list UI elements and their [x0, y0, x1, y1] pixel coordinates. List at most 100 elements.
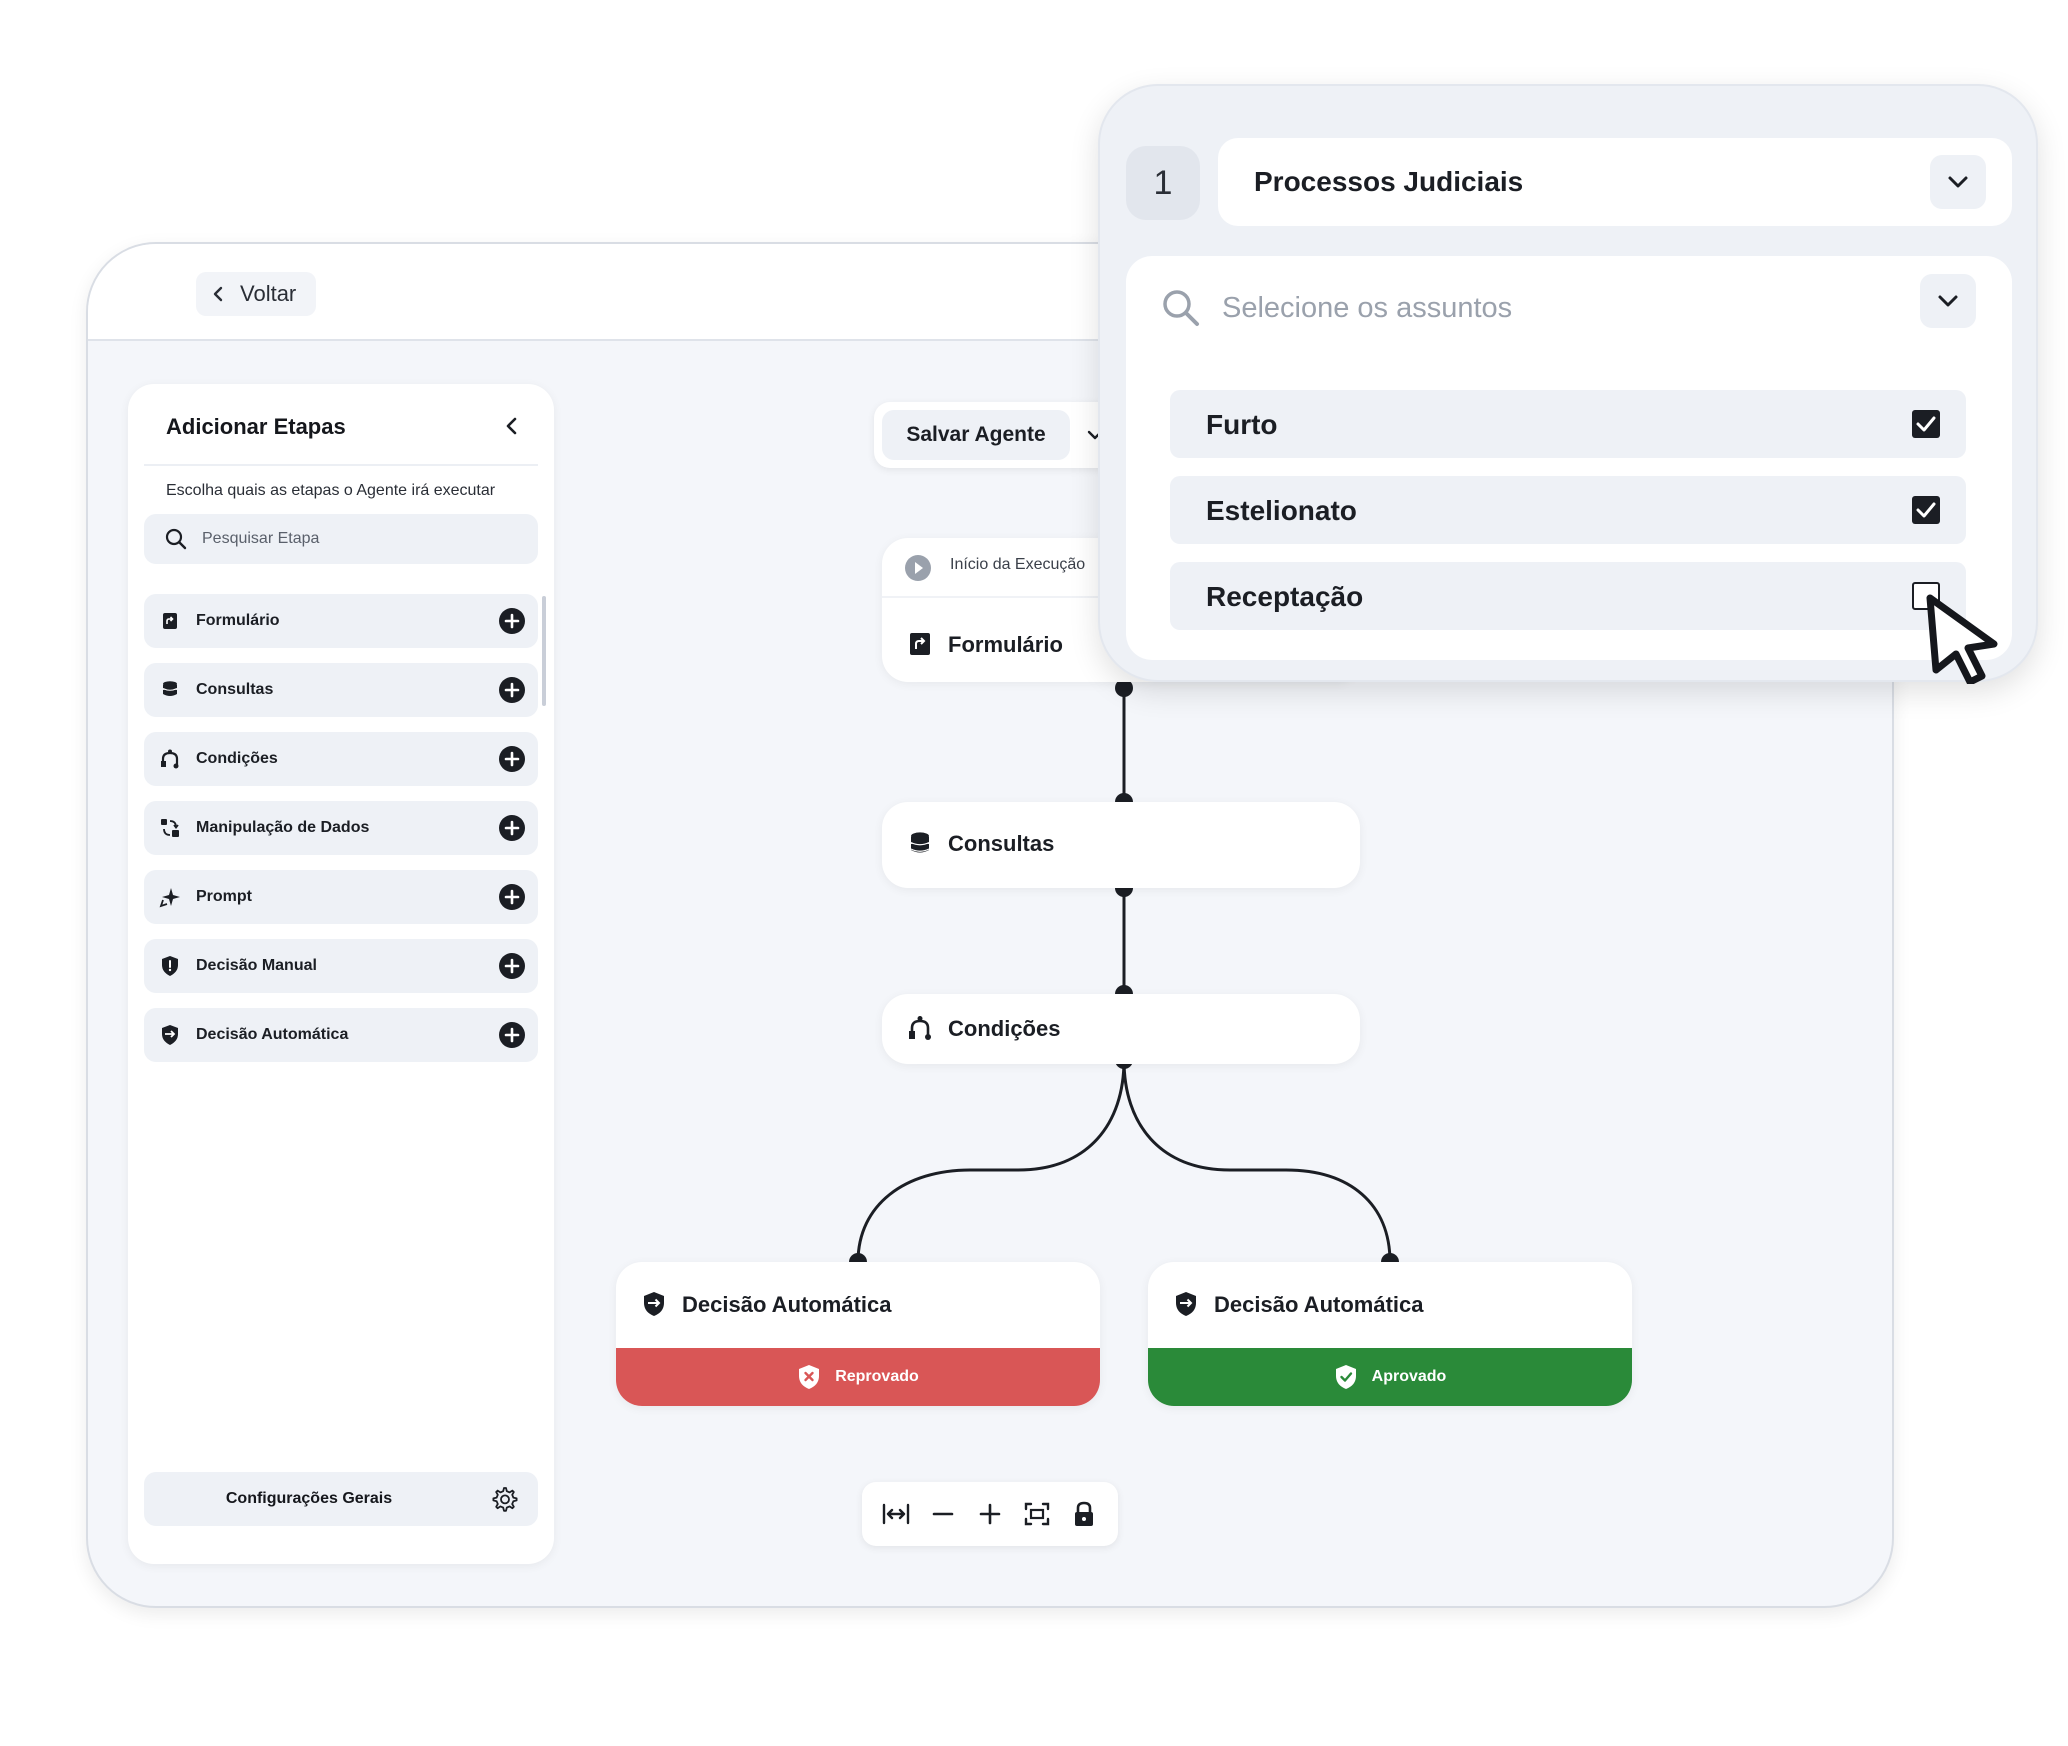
step-item-decisao-automatica[interactable]: Decisão Automática	[144, 1008, 538, 1062]
chevron-down-icon	[1948, 176, 1968, 188]
flow-node-condicoes[interactable]: Condições	[882, 994, 1360, 1064]
add-circle-icon[interactable]	[498, 676, 526, 704]
shield-arrow-icon	[1176, 1292, 1196, 1316]
data-transform-icon	[158, 816, 182, 840]
step-item-manipulacao-de-dados[interactable]: Manipulação de Dados	[144, 801, 538, 855]
back-button-label: Voltar	[240, 281, 297, 306]
add-circle-icon[interactable]	[498, 814, 526, 842]
flow-node-label: Decisão Automática	[682, 1292, 892, 1317]
shield-arrow-icon	[158, 1023, 182, 1047]
general-settings-button[interactable]: Configurações Gerais	[144, 1472, 538, 1526]
subject-option-label: Estelionato	[1206, 495, 1357, 526]
step-item-formulario[interactable]: Formulário	[144, 594, 538, 648]
result-bar-reprovado: Reprovado	[616, 1348, 1100, 1406]
sidebar-subtitle: Escolha quais as etapas o Agente irá exe…	[166, 482, 496, 499]
database-icon	[158, 678, 182, 702]
sidebar-title: Adicionar Etapas	[166, 414, 346, 439]
flow-node-decisao-aprovado[interactable]: Decisão Automática Aprovado	[1148, 1262, 1632, 1406]
step-item-label: Prompt	[196, 888, 252, 905]
flow-node-label: Formulário	[948, 632, 1063, 657]
add-circle-icon[interactable]	[498, 607, 526, 635]
save-agent-group: Salvar Agente	[874, 402, 1118, 468]
result-label: Aprovado	[1371, 1368, 1447, 1385]
fit-width-button[interactable]	[878, 1496, 914, 1532]
flow-node-consultas[interactable]: Consultas	[882, 802, 1360, 888]
mouse-pointer-icon	[1926, 594, 1998, 684]
play-circle-icon	[905, 555, 931, 581]
subjects-search-input[interactable]	[1222, 291, 1842, 325]
shield-alert-icon	[158, 954, 182, 978]
step-number-badge: 1	[1126, 146, 1200, 220]
subject-option-receptacao[interactable]: Receptação	[1170, 562, 1966, 630]
subject-option-label: Receptação	[1206, 581, 1364, 612]
shield-arrow-icon	[644, 1292, 664, 1316]
sidebar-scrollbar[interactable]	[542, 596, 546, 706]
conditions-icon	[158, 747, 182, 771]
checkbox-checked-icon[interactable]	[1912, 496, 1940, 524]
step-search-input[interactable]	[202, 530, 502, 548]
shield-x-icon	[799, 1365, 820, 1389]
search-icon	[1163, 290, 1199, 326]
chevron-left-icon[interactable]	[498, 412, 526, 440]
zoom-in-icon	[979, 1503, 1001, 1525]
form-icon	[158, 609, 182, 633]
subjects-dropdown-toggle[interactable]	[1920, 274, 1976, 328]
flow-node-label: Decisão Automática	[1214, 1292, 1424, 1317]
zoom-in-button[interactable]	[972, 1496, 1008, 1532]
fit-width-icon	[882, 1503, 909, 1525]
result-bar-aprovado: Aprovado	[1148, 1348, 1632, 1406]
step-item-consultas[interactable]: Consultas	[144, 663, 538, 717]
category-select[interactable]: Processos Judiciais	[1218, 138, 2012, 226]
step-item-decisao-manual[interactable]: Decisão Manual	[144, 939, 538, 993]
steps-sidebar: Adicionar Etapas Escolha quais as etapas…	[128, 384, 554, 1564]
checkbox-unchecked-icon[interactable]	[1912, 582, 1940, 610]
add-circle-icon[interactable]	[498, 883, 526, 911]
subject-selector-popover: 1 Processos Judiciais Furto Estelionato …	[1098, 84, 2038, 682]
zoom-out-button[interactable]	[925, 1496, 961, 1532]
step-item-label: Manipulação de Dados	[196, 819, 370, 836]
fit-view-icon	[1024, 1502, 1050, 1526]
add-circle-icon[interactable]	[498, 952, 526, 980]
step-item-label: Condições	[196, 750, 278, 767]
step-item-prompt[interactable]: Prompt	[144, 870, 538, 924]
back-button[interactable]: Voltar	[196, 272, 316, 316]
add-circle-icon[interactable]	[498, 1021, 526, 1049]
form-icon	[910, 633, 930, 655]
flow-node-label: Consultas	[948, 831, 1055, 856]
checkbox-checked-icon[interactable]	[1912, 410, 1940, 438]
step-search[interactable]	[144, 514, 538, 564]
step-item-label: Formulário	[196, 612, 280, 629]
lock-button[interactable]	[1066, 1496, 1102, 1532]
execution-start-label: Início da Execução	[950, 556, 1086, 573]
shield-check-icon	[1335, 1365, 1356, 1389]
step-item-label: Decisão Manual	[196, 957, 317, 974]
canvas-toolbar	[862, 1482, 1118, 1546]
fit-view-button[interactable]	[1019, 1496, 1055, 1532]
settings-label: Configurações Gerais	[225, 1490, 393, 1507]
chevron-left-icon	[213, 286, 223, 302]
subjects-search[interactable]	[1160, 280, 1900, 336]
database-icon	[910, 832, 930, 853]
sidebar-divider	[144, 464, 538, 466]
zoom-out-icon	[932, 1512, 954, 1516]
result-label: Reprovado	[835, 1368, 919, 1385]
category-dropdown-toggle[interactable]	[1930, 155, 1986, 209]
gear-icon	[492, 1487, 518, 1512]
subjects-panel: Furto Estelionato Receptação	[1126, 256, 2012, 660]
step-item-label: Decisão Automática	[196, 1026, 349, 1043]
flow-node-label: Condições	[948, 1016, 1061, 1041]
category-select-value: Processos Judiciais	[1254, 166, 1524, 197]
chevron-down-icon	[1938, 295, 1958, 307]
save-agent-button[interactable]: Salvar Agente	[882, 410, 1070, 460]
lock-icon	[1075, 1501, 1094, 1526]
step-item-label: Consultas	[196, 681, 274, 698]
conditions-icon	[909, 1016, 931, 1040]
subject-option-estelionato[interactable]: Estelionato	[1170, 476, 1966, 544]
sparkle-icon	[158, 885, 182, 909]
subject-option-furto[interactable]: Furto	[1170, 390, 1966, 458]
step-item-condicoes[interactable]: Condições	[144, 732, 538, 786]
subject-option-label: Furto	[1206, 409, 1278, 440]
search-icon	[165, 528, 187, 550]
flow-node-decisao-reprovado[interactable]: Decisão Automática Reprovado	[616, 1262, 1100, 1406]
add-circle-icon[interactable]	[498, 745, 526, 773]
